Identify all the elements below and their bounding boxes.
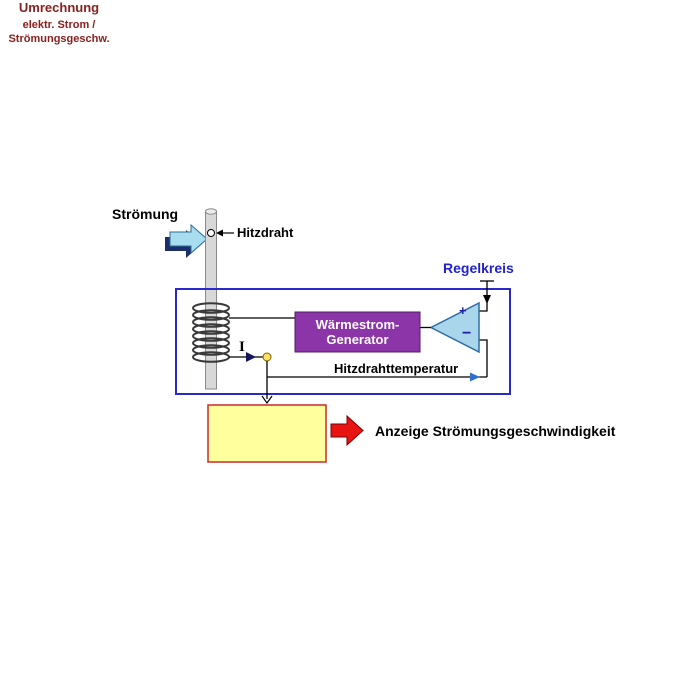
control-loop-label: Regelkreis <box>443 260 514 276</box>
hot-wire-point <box>207 229 215 237</box>
generator-label-line1: Wärmestrom- <box>315 317 400 332</box>
control-loop-box <box>175 288 511 395</box>
generator-label: Wärmestrom- Generator <box>295 317 420 347</box>
setpoint-arrowhead <box>483 295 491 304</box>
flow-label: Strömung <box>112 206 179 222</box>
probe-rod-cap <box>205 208 217 215</box>
generator-label-line2: Generator <box>326 332 389 347</box>
comparator-triangle <box>429 301 480 354</box>
flow-arrow <box>169 223 208 255</box>
wire-setpoint-to-plus <box>479 281 488 312</box>
converter-line1: elektr. Strom / <box>22 19 96 31</box>
output-arrow <box>330 414 364 447</box>
converter-title: Umrechnung <box>18 0 100 15</box>
junction-node <box>262 352 272 362</box>
hot-wire-label: Hitzdraht <box>237 225 294 240</box>
converter-label: Umrechnung elektr. Strom / Strömungsgesc… <box>0 0 118 46</box>
converter-line2: Strömungsgeschw. <box>8 33 110 45</box>
current-arrowhead <box>246 352 256 362</box>
opamp-plus-label: + <box>459 303 467 318</box>
converter-entry-arrowhead <box>261 395 273 405</box>
converter-box <box>207 404 327 463</box>
feedback-arrowhead <box>470 372 480 382</box>
wire-feedback-to-minus <box>479 339 488 377</box>
generator-box <box>294 311 421 353</box>
temperature-label: Hitzdrahttemperatur <box>334 361 459 376</box>
opamp-minus-label: − <box>462 325 472 342</box>
current-label: I <box>239 339 245 355</box>
hitzdraht-pointer-arrowhead <box>216 229 223 237</box>
output-label: Anzeige Strömungsgeschwindigkeit <box>375 423 616 439</box>
